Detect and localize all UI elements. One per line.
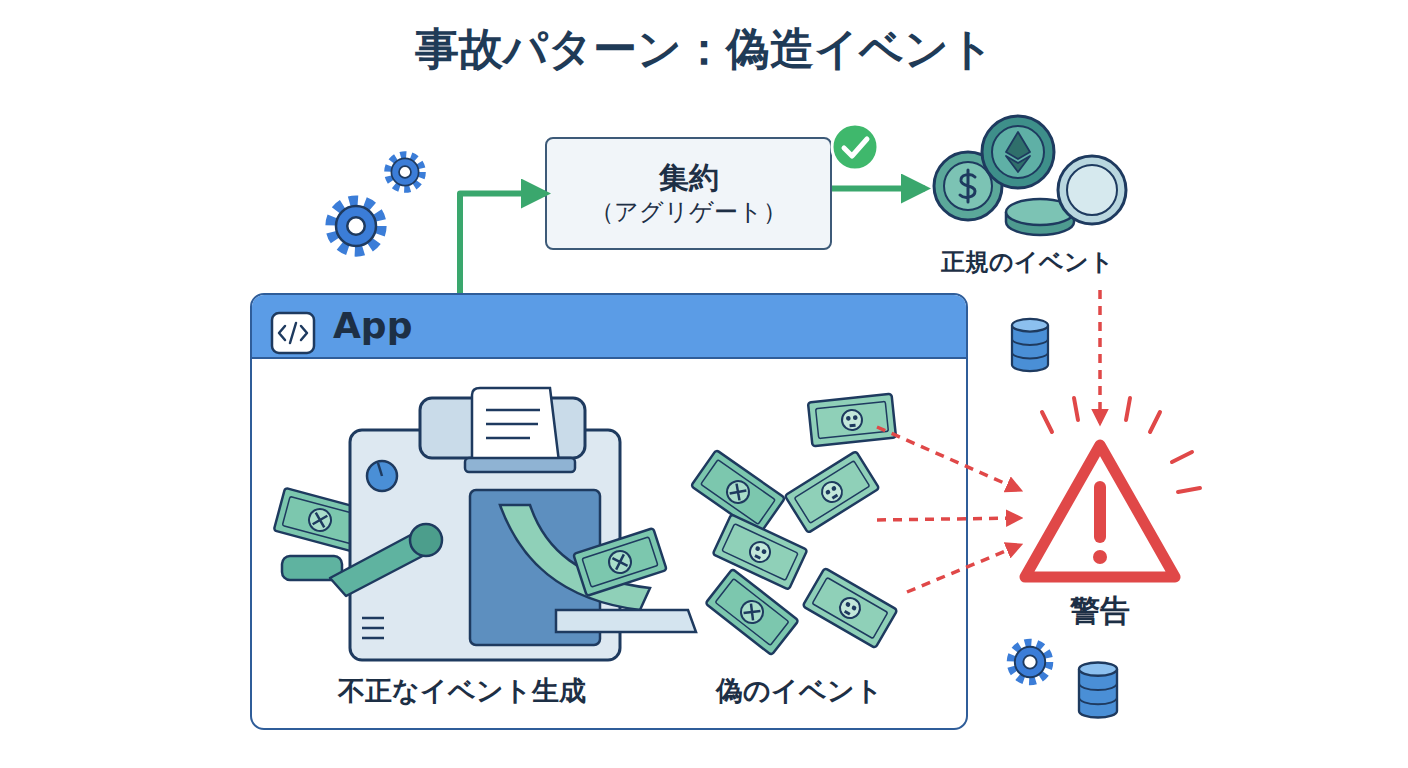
diagram-title: 事故パターン：偽造イベント: [0, 20, 1408, 79]
exclamation-bar: [1094, 487, 1106, 537]
node-label: 集約: [659, 159, 719, 197]
forge-machine: 不正なイベント生成: [277, 387, 647, 717]
flow-arrow: [460, 194, 545, 294]
node-label: （アグリゲート）: [590, 197, 787, 228]
node-label: 警告: [1015, 591, 1185, 632]
process-box: 集約（アグリゲート）: [545, 137, 832, 250]
node-label: 正規のイベント: [925, 246, 1130, 278]
flow-arrow: [832, 186, 925, 192]
dashed-arrow: [877, 427, 1020, 490]
app-window: App不正なイベント生成偽のイベント: [250, 293, 968, 730]
dashed-arrow: [1098, 290, 1102, 423]
node-label: 不正なイベント生成: [277, 673, 647, 709]
triangle-outline: [1025, 445, 1175, 577]
dashed-arrow: [907, 545, 1020, 592]
exclamation-dot: [1093, 550, 1107, 564]
legit-events: 正規のイベント: [925, 128, 1130, 280]
dashed-arrow: [877, 518, 1020, 520]
node-label: App: [333, 305, 412, 346]
warning-sign: 警告: [1015, 425, 1185, 640]
node-label: 偽のイベント: [672, 673, 927, 709]
fake-events: 偽のイベント: [692, 387, 907, 717]
